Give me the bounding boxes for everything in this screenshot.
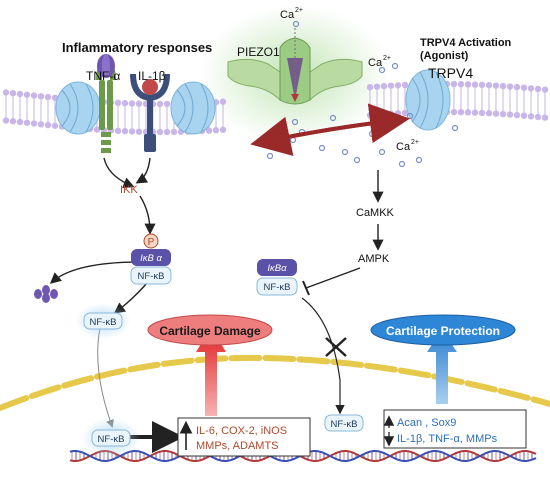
nfkb-free-label: NF-κB (90, 317, 117, 328)
cartilage-damage-badge (147, 314, 273, 346)
piezo1-channel (227, 28, 363, 105)
ca-top-label: Ca (280, 9, 295, 21)
ampk-inhibits-ikba (302, 267, 361, 296)
ikba-nfkb-complex-right: IκBα NF-κB (256, 259, 298, 296)
nfkb-complex-right-label: NF-κB (264, 282, 291, 293)
nfkb-complex-left-label: NF-κB (138, 271, 165, 282)
blocked-nfkb-translocation-arrow (301, 297, 345, 415)
blocked-cross-mark (325, 337, 347, 357)
ikba-right-label: IκBα (267, 263, 287, 274)
inflammatory-responses-title: Inflammatory responses (62, 40, 212, 55)
phospho-marker: P (143, 233, 159, 249)
nfkb-free: NF-κB (83, 312, 123, 330)
il1-beta-receptor (130, 73, 170, 152)
trpv4-agonist-label: (Agonist) (420, 50, 469, 62)
trpv4-activation-label: TRPV4 Activation (420, 37, 512, 49)
tnf-alpha-receptor (96, 54, 116, 153)
protect-down-genes: IL-1β, TNF-α, MMPs (397, 433, 498, 445)
nfkb-nucleus-right-label: NF-κB (331, 419, 358, 430)
ikk-label: IKK (120, 184, 138, 196)
nfkb-nucleus-right: NF-κB (324, 414, 364, 432)
channel-middle-barrel (170, 81, 216, 135)
cartilage-damage-label: Cartilage Damage (159, 324, 261, 338)
phospho-label: P (148, 237, 155, 248)
cartilage-protection-badge (370, 314, 516, 346)
damage-genes-line1: IL-6, COX-2, iNOS (196, 425, 287, 437)
tnf-alpha-label: TNF-α (86, 69, 120, 83)
cartilage-protection-label: Cartilage Protection (386, 324, 500, 338)
ampk-label: AMPK (358, 253, 390, 265)
cartilage-protection: Cartilage Protection (370, 314, 516, 404)
ca-mid-charge: 2+ (383, 55, 391, 62)
protection-up-arrow (427, 330, 457, 404)
piezo-trpv4-crosstalk-arrow (250, 103, 410, 156)
ikk-to-ikba-arrow (139, 195, 156, 235)
ikba-left-label: IκB α (140, 253, 162, 264)
damage-genes-line2: MMPs, ADAMTS (196, 440, 279, 452)
ca-right-charge: 2+ (411, 139, 419, 146)
damage-up-arrow (196, 328, 226, 416)
tnf-to-ikk-arrow (103, 157, 135, 188)
il1-beta-label: IL-1β (138, 69, 166, 83)
damage-genes-box: IL-6, COX-2, iNOS MMPs, ADAMTS (177, 417, 311, 457)
degraded-ikba-fragments (34, 285, 58, 303)
trpv4-channel (405, 69, 451, 131)
ikba-degradation-arrow (49, 261, 141, 284)
ca-top-charge: 2+ (295, 7, 303, 14)
ikba-nfkb-complex-left: IκB α NF-κB (130, 249, 172, 285)
nfkb-nucleus-left: NF-κB (91, 429, 131, 447)
il1-to-ikk-arrow (135, 157, 151, 184)
nfkb-nucleus-left-label: NF-κB (98, 434, 125, 445)
cartilage-damage: Cartilage Damage (147, 314, 273, 416)
trpv4-label: TRPV4 (428, 65, 473, 81)
nuclear-envelope (0, 354, 550, 411)
piezo1-label: PIEZO1 (237, 45, 280, 59)
ca-mid-label: Ca (368, 57, 383, 69)
channel-left-barrel (55, 81, 101, 135)
protect-up-genes: Acan , Sox9 (397, 417, 456, 429)
protection-genes-box: Acan , Sox9 IL-1β, TNF-α, MMPs (383, 409, 527, 449)
camkk-label: CaMKK (356, 207, 395, 219)
ca-right-label: Ca (396, 141, 411, 153)
